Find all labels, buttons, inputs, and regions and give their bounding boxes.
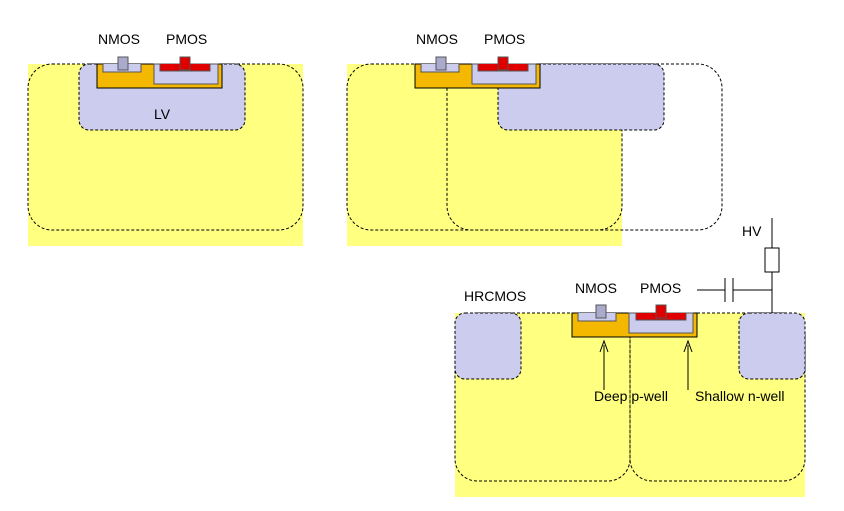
guard-well-right [738, 312, 806, 380]
nmos-label: NMOS [98, 31, 140, 47]
shallow-nwell-label: Shallow n-well [695, 388, 784, 404]
panel-top-right: NMOS PMOS [346, 31, 723, 246]
lv-label: LV [154, 106, 171, 122]
arrow-head [599, 339, 609, 353]
hrcmos-label: HRCMOS [464, 288, 526, 304]
panel-lv: NMOS PMOS LV [27, 31, 304, 246]
pmos-gate [497, 56, 509, 71]
nmos-label: NMOS [416, 31, 458, 47]
pmos-gate [655, 304, 667, 319]
arrow-head [683, 339, 693, 353]
resistor [764, 247, 780, 273]
nmos-gate [595, 304, 607, 319]
nmos-gate [117, 56, 129, 71]
pmos-gate [179, 56, 191, 71]
deep-pwell-label: Deep p-well [594, 388, 668, 404]
pmos-label: PMOS [484, 31, 525, 47]
hv-label: HV [742, 223, 762, 239]
shallow-nwell-outline [629, 312, 806, 482]
nmos-gate [435, 56, 447, 71]
nmos-label: NMOS [575, 280, 617, 296]
panel-hrcmos: HRCMOS NMOS PMOS HV Deep p-well Shallow … [454, 218, 806, 497]
pmos-label: PMOS [166, 31, 207, 47]
pmos-label: PMOS [640, 280, 681, 296]
guard-well-left [454, 312, 522, 380]
